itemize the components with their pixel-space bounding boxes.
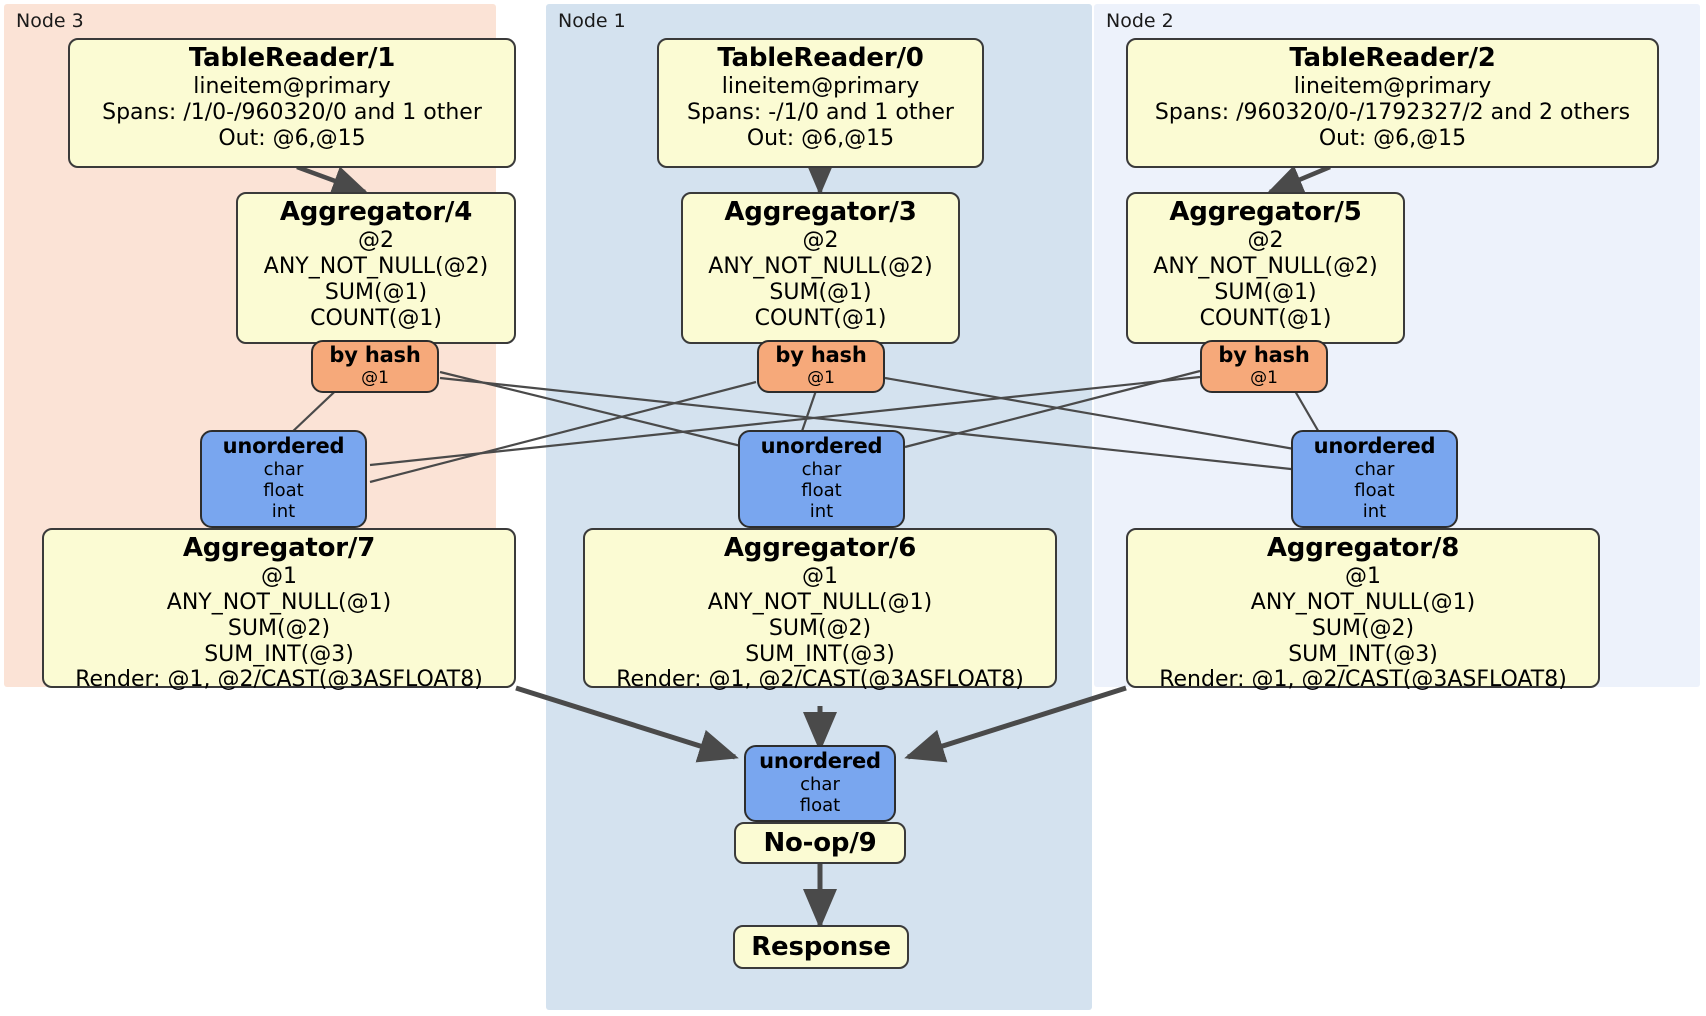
- processor-aggregator-6[interactable]: Aggregator/6 @1 ANY_NOT_NULL(@1) SUM(@2)…: [583, 528, 1057, 692]
- unordered-left-title: unordered: [222, 434, 345, 458]
- aggregator-6-agg3: SUM_INT(@3): [745, 641, 895, 667]
- tablereader-1-spans: Spans: /1/0-/960320/0 and 1 other: [102, 99, 482, 125]
- noop-9-title: No-op/9: [763, 827, 877, 858]
- aggregator-6-agg1: ANY_NOT_NULL(@1): [707, 589, 933, 615]
- processor-aggregator-7[interactable]: Aggregator/7 @1 ANY_NOT_NULL(@1) SUM(@2)…: [42, 528, 516, 692]
- unordered-right-type-1: char: [1354, 458, 1395, 480]
- router-by-hash-right[interactable]: by hash @1: [1200, 340, 1328, 393]
- aggregator-7-agg1: ANY_NOT_NULL(@1): [166, 589, 392, 615]
- aggregator-4-group: @2: [358, 227, 394, 253]
- aggregator-8-group: @1: [1345, 563, 1381, 589]
- tablereader-2-table: lineitem@primary: [1293, 73, 1492, 99]
- processor-tablereader-2[interactable]: TableReader/2 lineitem@primary Spans: /9…: [1126, 38, 1659, 168]
- router-unordered-right[interactable]: unordered char float int: [1291, 430, 1458, 528]
- aggregator-5-title: Aggregator/5: [1169, 197, 1362, 227]
- processor-aggregator-4[interactable]: Aggregator/4 @2 ANY_NOT_NULL(@2) SUM(@1)…: [236, 192, 516, 344]
- processor-response[interactable]: Response: [733, 925, 909, 969]
- aggregator-5-agg3: COUNT(@1): [1199, 305, 1332, 331]
- unordered-final-title: unordered: [759, 749, 881, 773]
- tablereader-0-spans: Spans: -/1/0 and 1 other: [687, 99, 954, 125]
- aggregator-7-title: Aggregator/7: [182, 533, 376, 563]
- aggregator-3-group: @2: [802, 227, 839, 253]
- router-unordered-left[interactable]: unordered char float int: [200, 430, 367, 528]
- aggregator-4-agg3: COUNT(@1): [310, 305, 442, 331]
- unordered-left-type-3: int: [271, 501, 296, 523]
- aggregator-6-render: Render: @1, @2/CAST(@3ASFLOAT8): [616, 667, 1024, 693]
- aggregator-8-render: Render: @1, @2/CAST(@3ASFLOAT8): [1159, 667, 1567, 693]
- aggregator-8-agg1: ANY_NOT_NULL(@1): [1250, 589, 1476, 615]
- aggregator-7-group: @1: [261, 563, 297, 589]
- tablereader-0-out: Out: @6,@15: [746, 125, 895, 151]
- router-by-hash-left[interactable]: by hash @1: [311, 340, 439, 393]
- processor-aggregator-5[interactable]: Aggregator/5 @2 ANY_NOT_NULL(@2) SUM(@1)…: [1126, 192, 1405, 344]
- unordered-right-type-2: float: [1354, 480, 1395, 501]
- aggregator-7-agg3: SUM_INT(@3): [204, 641, 354, 667]
- by-hash-mid-title: by hash: [775, 343, 867, 367]
- aggregator-3-title: Aggregator/3: [724, 197, 917, 227]
- tablereader-0-table: lineitem@primary: [721, 73, 920, 99]
- panel-node-1-label: Node 1: [558, 10, 626, 32]
- unordered-mid-type-3: int: [809, 501, 834, 523]
- processor-tablereader-0[interactable]: TableReader/0 lineitem@primary Spans: -/…: [657, 38, 984, 168]
- aggregator-4-title: Aggregator/4: [279, 197, 473, 227]
- aggregator-5-group: @2: [1247, 227, 1284, 253]
- aggregator-3-agg3: COUNT(@1): [754, 305, 887, 331]
- aggregator-3-agg1: ANY_NOT_NULL(@2): [708, 253, 933, 279]
- aggregator-8-title: Aggregator/8: [1266, 533, 1460, 563]
- tablereader-1-table: lineitem@primary: [193, 73, 391, 99]
- aggregator-4-agg2: SUM(@1): [324, 279, 428, 305]
- aggregator-7-render: Render: @1, @2/CAST(@3ASFLOAT8): [75, 667, 483, 693]
- router-unordered-final[interactable]: unordered char float: [744, 745, 896, 822]
- processor-aggregator-3[interactable]: Aggregator/3 @2 ANY_NOT_NULL(@2) SUM(@1)…: [681, 192, 960, 344]
- unordered-left-type-1: char: [263, 458, 304, 480]
- by-hash-right-title: by hash: [1218, 343, 1310, 367]
- aggregator-6-group: @1: [802, 563, 838, 589]
- processor-noop-9[interactable]: No-op/9: [734, 822, 906, 864]
- unordered-mid-type-2: float: [801, 480, 842, 501]
- panel-node-3-label: Node 3: [16, 10, 84, 32]
- tablereader-1-out: Out: @6,@15: [218, 125, 366, 151]
- aggregator-8-agg3: SUM_INT(@3): [1288, 641, 1438, 667]
- aggregator-5-agg2: SUM(@1): [1214, 279, 1317, 305]
- tablereader-1-title: TableReader/1: [188, 43, 396, 73]
- unordered-mid-title: unordered: [760, 434, 883, 458]
- unordered-left-type-2: float: [263, 480, 304, 501]
- aggregator-3-agg2: SUM(@1): [769, 279, 872, 305]
- router-by-hash-mid[interactable]: by hash @1: [757, 340, 885, 393]
- aggregator-7-agg2: SUM(@2): [227, 615, 331, 641]
- response-title: Response: [751, 931, 891, 962]
- aggregator-6-title: Aggregator/6: [723, 533, 917, 563]
- aggregator-6-agg2: SUM(@2): [768, 615, 872, 641]
- panel-node-2-label: Node 2: [1106, 10, 1174, 32]
- tablereader-2-out: Out: @6,@15: [1318, 125, 1467, 151]
- aggregator-8-agg2: SUM(@2): [1311, 615, 1415, 641]
- by-hash-left-column: @1: [361, 367, 389, 388]
- unordered-right-title: unordered: [1313, 434, 1436, 458]
- tablereader-2-title: TableReader/2: [1289, 43, 1496, 73]
- processor-tablereader-1[interactable]: TableReader/1 lineitem@primary Spans: /1…: [68, 38, 516, 168]
- tablereader-2-spans: Spans: /960320/0-/1792327/2 and 2 others: [1154, 99, 1631, 125]
- processor-aggregator-8[interactable]: Aggregator/8 @1 ANY_NOT_NULL(@1) SUM(@2)…: [1126, 528, 1600, 692]
- tablereader-0-title: TableReader/0: [717, 43, 924, 73]
- unordered-final-type-2: float: [799, 795, 841, 816]
- by-hash-mid-column: @1: [807, 367, 835, 388]
- by-hash-left-title: by hash: [329, 343, 421, 367]
- aggregator-4-agg1: ANY_NOT_NULL(@2): [263, 253, 489, 279]
- by-hash-right-column: @1: [1250, 367, 1278, 388]
- router-unordered-mid[interactable]: unordered char float int: [738, 430, 905, 528]
- aggregator-5-agg1: ANY_NOT_NULL(@2): [1153, 253, 1378, 279]
- unordered-right-type-3: int: [1362, 501, 1387, 523]
- unordered-final-type-1: char: [800, 773, 840, 795]
- unordered-mid-type-1: char: [801, 458, 842, 480]
